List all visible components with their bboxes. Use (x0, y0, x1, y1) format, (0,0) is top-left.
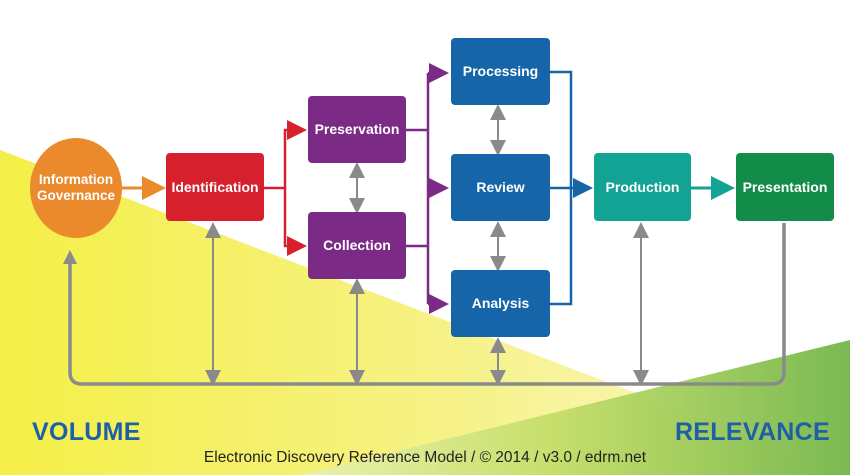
arrows-purple-split (406, 63, 449, 314)
feedback-arrowhead (63, 250, 77, 264)
relevance-triangle (300, 340, 850, 475)
relevance-label: RELEVANCE (674, 418, 830, 446)
arrows-identification-split (264, 120, 307, 256)
volume-label: VOLUME (32, 418, 141, 446)
node-identification: Identification (166, 153, 264, 221)
node-review: Review (451, 154, 550, 221)
arrows-blue-merge (550, 70, 593, 306)
node-information-governance: Information Governance (30, 138, 122, 238)
node-processing: Processing (451, 38, 550, 105)
footer-credit: Electronic Discovery Reference Model / ©… (203, 449, 647, 466)
node-preservation: Preservation (308, 96, 406, 163)
node-presentation: Presentation (736, 153, 834, 221)
vertical-connectors (205, 222, 649, 386)
node-analysis: Analysis (451, 270, 550, 337)
gray-bidirectional-arrows (349, 104, 506, 272)
feedback-loop (68, 223, 786, 386)
node-production: Production (594, 153, 691, 221)
node-collection: Collection (308, 212, 406, 279)
